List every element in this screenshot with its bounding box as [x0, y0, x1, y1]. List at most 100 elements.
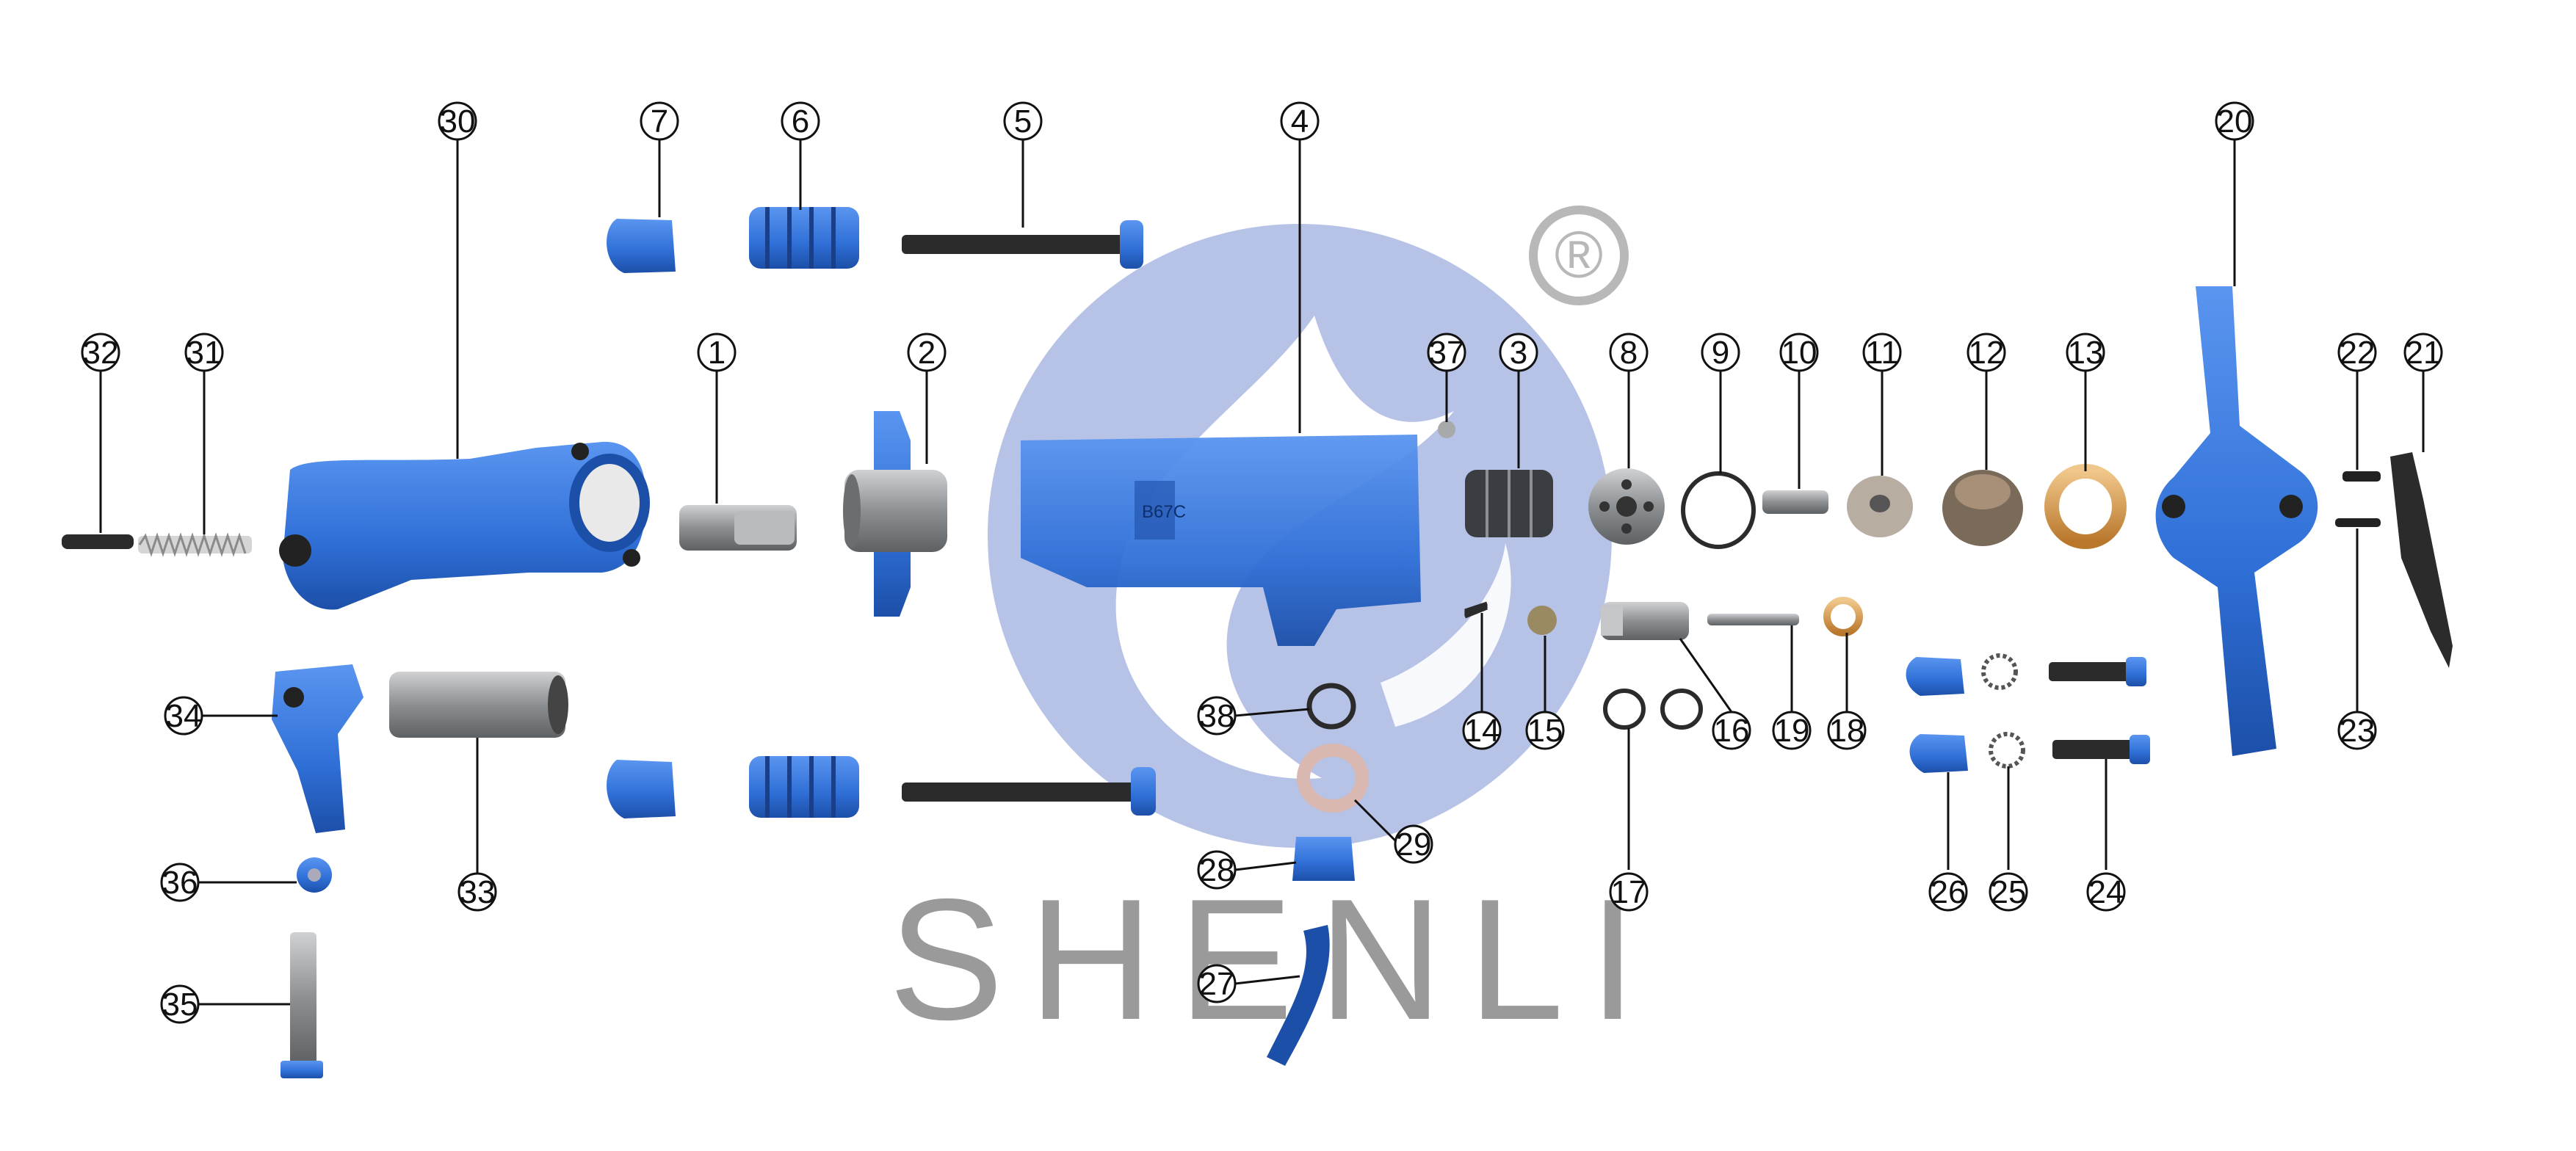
part-13-brass-ring: [2044, 464, 2127, 549]
part-16-valve: [1601, 602, 1689, 640]
part-30-frame: [279, 441, 650, 610]
part-24-bolts: [2049, 657, 2150, 764]
part-28-nut: [1292, 837, 1355, 881]
part-27-hose: [1267, 925, 1330, 1066]
housing-marking: B67C: [1142, 502, 1186, 522]
part-19-rod: [1707, 614, 1799, 625]
svg-text:35: 35: [162, 987, 198, 1023]
part-9-o-ring: [1681, 471, 1756, 549]
registered-mark: ®: [1529, 206, 1629, 305]
part-5-bolt: [902, 220, 1143, 269]
svg-text:34: 34: [166, 698, 202, 734]
part-25-lock-washers: [1981, 653, 2025, 769]
callout-22: 22: [2337, 333, 2377, 372]
svg-text:31: 31: [187, 335, 222, 371]
part-38-o-ring: [1306, 683, 1356, 730]
svg-text:12: 12: [1969, 335, 2005, 371]
svg-text:2: 2: [918, 335, 936, 371]
svg-text:11: 11: [1865, 335, 1899, 371]
part-36-nut: [297, 857, 332, 893]
part-11-washer: [1847, 476, 1913, 537]
svg-text:21: 21: [2406, 335, 2442, 371]
callout-15: 15: [1525, 711, 1565, 750]
callout-30: 30: [438, 101, 477, 141]
callout-31: 31: [184, 333, 224, 372]
callout-12: 12: [1967, 333, 2006, 372]
callout-25: 25: [1989, 872, 2028, 912]
part-23-pin: [2335, 518, 2381, 527]
part-4-housing: B67C: [1021, 435, 1421, 646]
part-17-o-rings: [1603, 689, 1703, 730]
part-33-sleeve: [389, 672, 568, 738]
part-32-pin: [62, 534, 134, 549]
callout-23: 23: [2337, 711, 2377, 750]
callout-27: 27: [1197, 964, 1237, 1003]
callout-6: 6: [781, 101, 820, 141]
svg-text:10: 10: [1781, 335, 1817, 371]
svg-text:16: 16: [1714, 713, 1750, 749]
callout-17: 17: [1609, 872, 1649, 912]
svg-text:8: 8: [1620, 335, 1638, 371]
callout-14: 14: [1462, 711, 1502, 750]
svg-text:26: 26: [1931, 874, 1967, 910]
svg-text:15: 15: [1527, 713, 1563, 749]
callout-34: 34: [164, 696, 203, 736]
callout-4: 4: [1280, 101, 1320, 141]
part-34-trigger: [272, 664, 363, 833]
part-37-ball: [1438, 421, 1455, 438]
callout-28: 28: [1197, 850, 1237, 890]
svg-text:37: 37: [1429, 335, 1465, 371]
part-14-spring: [1464, 601, 1488, 619]
svg-text:36: 36: [162, 865, 198, 901]
svg-text:20: 20: [2217, 104, 2253, 139]
callout-8: 8: [1609, 333, 1649, 372]
svg-text:9: 9: [1712, 335, 1729, 371]
svg-text:7: 7: [651, 104, 668, 139]
callout-20: 20: [2215, 101, 2254, 141]
callout-1: 1: [697, 333, 737, 372]
part-7-cap-nut: [607, 219, 676, 273]
part-3-valve-sleeve: [1465, 470, 1553, 537]
svg-text:14: 14: [1464, 713, 1500, 749]
svg-text:24: 24: [2088, 874, 2124, 910]
part-10-pin: [1762, 490, 1828, 514]
part-31-small-spring: [138, 532, 252, 557]
callout-11: 11: [1862, 333, 1902, 372]
callout-21: 21: [2403, 333, 2443, 372]
leader-lines: [99, 139, 2425, 1006]
part-6-spring-lower: [749, 756, 859, 818]
svg-text:1: 1: [708, 335, 726, 371]
svg-text:22: 22: [2340, 335, 2376, 371]
callout-3: 3: [1499, 333, 1538, 372]
svg-text:32: 32: [83, 335, 119, 371]
callout-13: 13: [2066, 333, 2105, 372]
svg-text:25: 25: [1991, 874, 2027, 910]
callout-38: 38: [1197, 696, 1237, 736]
part-15-disc: [1527, 606, 1557, 635]
callout-7: 7: [640, 101, 679, 141]
callout-16: 16: [1712, 711, 1751, 750]
part-7-cap-nut-lower: [607, 760, 676, 818]
svg-text:®: ®: [1555, 219, 1603, 292]
svg-text:4: 4: [1291, 104, 1309, 139]
part-6-spring: [749, 207, 859, 269]
svg-text:5: 5: [1014, 104, 1032, 139]
callout-35: 35: [160, 984, 200, 1024]
callout-37: 37: [1427, 333, 1466, 372]
part-22-pin: [2342, 471, 2381, 482]
part-21-lever: [2390, 452, 2453, 668]
callout-18: 18: [1827, 711, 1867, 750]
svg-text:13: 13: [2068, 335, 2104, 371]
callout-26: 26: [1928, 872, 1968, 912]
part-35-bolt: [281, 932, 323, 1078]
svg-text:29: 29: [1396, 827, 1432, 863]
part-29-washer: [1297, 744, 1369, 813]
part-2-flange-bushing: [843, 411, 947, 617]
svg-text:28: 28: [1199, 852, 1235, 888]
svg-text:27: 27: [1199, 966, 1235, 1002]
svg-text:19: 19: [1774, 713, 1810, 749]
callout-2: 2: [907, 333, 947, 372]
callout-29: 29: [1394, 824, 1433, 864]
part-20-handle: [2155, 286, 2318, 756]
